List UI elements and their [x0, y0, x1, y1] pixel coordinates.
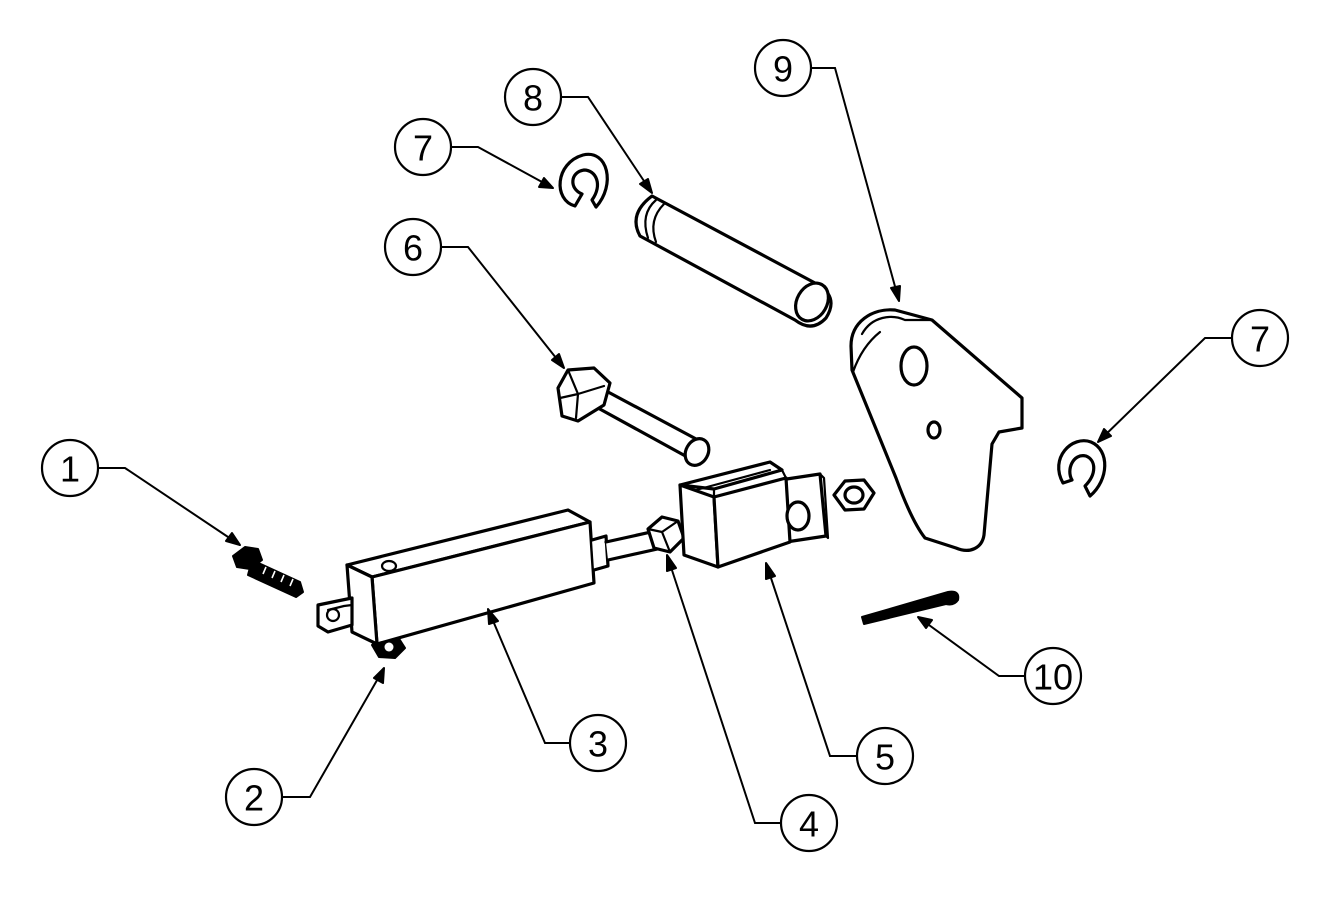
callout-bubble-7-right: 7	[1230, 308, 1290, 368]
callout-bubble-5: 5	[855, 726, 915, 786]
callout-label: 6	[403, 228, 423, 269]
part-snap-ring-right	[1057, 439, 1107, 498]
callout-bubble-8: 8	[503, 67, 563, 127]
part-hex-bolt-long	[556, 366, 711, 467]
callout-label: 9	[773, 49, 793, 90]
part-clevis-pin	[634, 194, 833, 328]
part-clevis	[678, 460, 830, 569]
part-snap-ring-upper	[558, 152, 609, 209]
callout-label: 7	[413, 128, 433, 169]
callout-label: 10	[1033, 657, 1073, 698]
callout-label: 2	[244, 778, 264, 819]
callout-label: 8	[523, 78, 543, 119]
callout-bubble-2: 2	[224, 767, 284, 827]
callout-bubble-7-upper: 7	[393, 117, 453, 177]
callout-label: 3	[588, 724, 608, 765]
part-hex-nut-clevis	[832, 478, 876, 512]
callout-bubble-10: 10	[1023, 646, 1083, 706]
callout-bubble-3: 3	[568, 713, 628, 773]
part-bracket-plate	[849, 308, 1024, 552]
callout-bubble-6: 6	[383, 217, 443, 277]
callout-label: 5	[875, 737, 895, 778]
callout-label: 7	[1250, 319, 1270, 360]
part-cotter-pin	[861, 590, 960, 625]
callout-label: 1	[60, 449, 80, 490]
callout-label: 4	[799, 804, 819, 845]
callout-bubble-1: 1	[40, 438, 100, 498]
part-jam-nut	[646, 515, 686, 554]
part-square-tube	[316, 508, 664, 646]
callout-bubble-9: 9	[753, 38, 813, 98]
part-bolt	[232, 546, 304, 598]
leader-lines	[98, 67, 1232, 824]
callout-bubble-4: 4	[779, 793, 839, 853]
